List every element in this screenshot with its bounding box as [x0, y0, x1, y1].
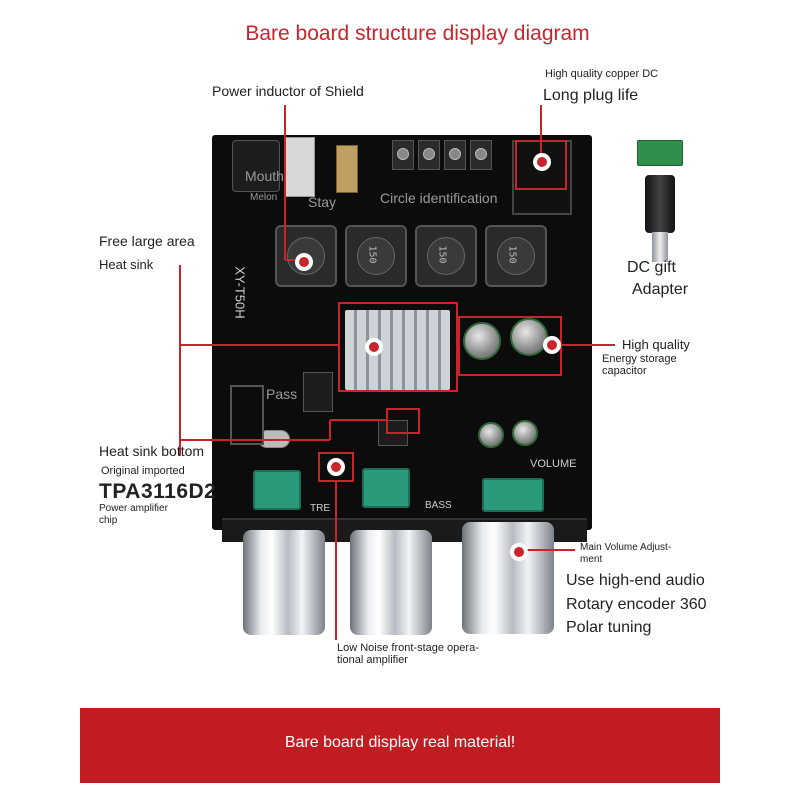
label-high-quality: High quality [622, 337, 690, 352]
adapter-body [645, 175, 675, 233]
energy-capacitor [463, 322, 501, 360]
bass-pot [362, 468, 410, 508]
label-polar-tuning: Polar tuning [566, 619, 652, 636]
label-dc-gift: DC gift [627, 259, 676, 276]
power-inductor: 150 [345, 225, 407, 287]
screw-terminal [444, 140, 466, 170]
treble-pot [253, 470, 301, 510]
power-inductor: 150 [415, 225, 477, 287]
opamp-highlight [318, 452, 354, 482]
callout-dot [533, 153, 551, 171]
chip-highlight [386, 408, 420, 434]
label-power-amplifier: Power amplifier [99, 503, 168, 514]
banner-text: Bare board display real material! [284, 734, 516, 751]
diagram-title: Bare board structure display diagram [245, 22, 590, 45]
label-main-volume: Main Volume Adjust- [580, 542, 672, 553]
screw-terminal [470, 140, 492, 170]
callout-dot [510, 543, 528, 561]
bass-label: BASS [425, 500, 452, 511]
overlay-circle-identification: Circle identification [380, 190, 498, 206]
audio-jack [232, 140, 280, 192]
small-capacitor [512, 420, 538, 446]
label-original-imported: Original imported [101, 465, 185, 477]
label-low-noise: Low Noise front-stage opera- [337, 642, 479, 654]
switch-lever [336, 145, 358, 193]
overlay-melon: Melon [250, 192, 278, 203]
bluetooth-antenna [230, 385, 264, 445]
label-heat-sink-bottom: Heat sink bottom [99, 443, 205, 459]
label-chip: chip [99, 515, 118, 526]
volume-knob [462, 522, 554, 634]
callout-dot [543, 336, 561, 354]
volume-label: VOLUME [530, 458, 577, 470]
label-free-large-area: Free large area [99, 233, 195, 249]
small-capacitor [478, 422, 504, 448]
overlay-stay: Stay [308, 194, 337, 210]
label-energy-storage: Energy storage [602, 353, 677, 365]
bottom-banner [80, 708, 720, 783]
label-power-inductor: Power inductor of Shield [212, 83, 364, 99]
overlay-mouth: Mouth [245, 168, 284, 184]
screw-terminal [418, 140, 440, 170]
callout-dot [327, 458, 345, 476]
label-dc-copper: High quality copper DC [545, 68, 659, 80]
capacitor-highlight [458, 316, 562, 376]
screw-terminal [392, 140, 414, 170]
label-high-end-audio: Use high-end audio [566, 572, 705, 589]
volume-encoder [482, 478, 544, 512]
label-chip-model: TPA3116D2 [99, 480, 217, 503]
power-inductor: 150 [485, 225, 547, 287]
treble-label: TRE [310, 503, 330, 514]
label-operational-amplifier: tional amplifier [337, 654, 408, 666]
heat-sink [345, 310, 450, 390]
heatsink-highlight [338, 302, 458, 392]
label-capacitor: capacitor [602, 365, 647, 377]
label-adapter: Adapter [632, 281, 689, 298]
label-heat-sink: Heat sink [99, 257, 154, 272]
label-long-plug: Long plug life [543, 87, 639, 104]
callout-dot [365, 338, 383, 356]
bass-knob [350, 530, 432, 635]
label-rotary-encoder: Rotary encoder 360 [566, 596, 707, 613]
label-ment: ment [580, 554, 603, 565]
overlay-pass: Pass [266, 386, 298, 402]
treble-knob [243, 530, 325, 635]
callout-dot [295, 253, 313, 271]
amplifier-chip [303, 372, 333, 412]
adapter-plug [652, 232, 668, 262]
adapter-terminal [637, 140, 683, 166]
